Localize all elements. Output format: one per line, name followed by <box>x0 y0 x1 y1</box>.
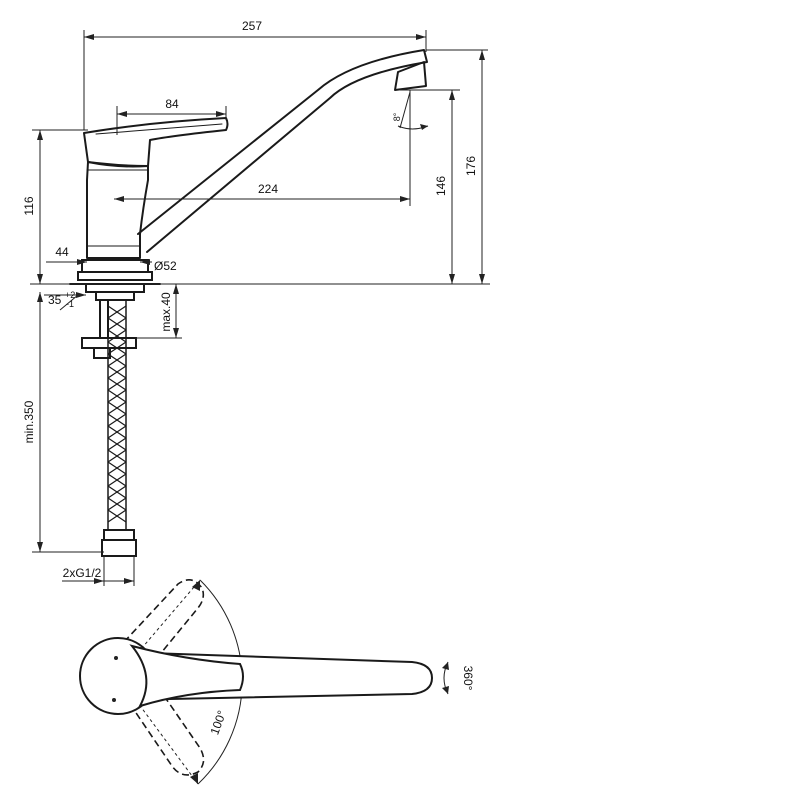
label-overall-length: 257 <box>242 19 262 33</box>
label-spout-angle: 8° <box>392 112 402 121</box>
faucet-body <box>86 161 149 259</box>
faucet-top-view <box>79 579 449 785</box>
dimension-lines <box>30 30 490 586</box>
label-hole-diameter: 35 <box>48 293 62 307</box>
label-base-width: 44 <box>55 245 69 259</box>
faucet-side-view <box>69 49 428 285</box>
label-hole-tol-lower: -1 <box>66 299 74 309</box>
label-max-deck-thickness: max.40 <box>159 292 173 332</box>
base-plate <box>81 259 149 273</box>
lever-position-upper <box>123 579 205 665</box>
spout <box>137 49 428 253</box>
lever-position-lower <box>129 689 205 776</box>
label-base-diameter: Ø52 <box>154 259 177 273</box>
label-spout-height: 146 <box>434 176 448 196</box>
label-lever-rotation: 100° <box>207 708 229 736</box>
mounting-hardware <box>81 283 145 557</box>
label-spout-rotation: 360° <box>461 666 475 691</box>
dimension-labels: 257 84 224 116 146 176 44 Ø52 35 +2 -1 m… <box>22 19 478 580</box>
label-connection: 2xG1/2 <box>63 566 102 580</box>
label-body-height: 116 <box>22 196 36 215</box>
label-hose-length: min.350 <box>22 400 36 443</box>
hose-connector <box>103 529 135 541</box>
aerator <box>394 61 427 91</box>
label-spout-reach: 224 <box>258 182 278 196</box>
label-lever-length: 84 <box>165 97 179 111</box>
label-overall-height: 176 <box>464 156 478 176</box>
label-hole-tol-upper: +2 <box>65 290 75 300</box>
